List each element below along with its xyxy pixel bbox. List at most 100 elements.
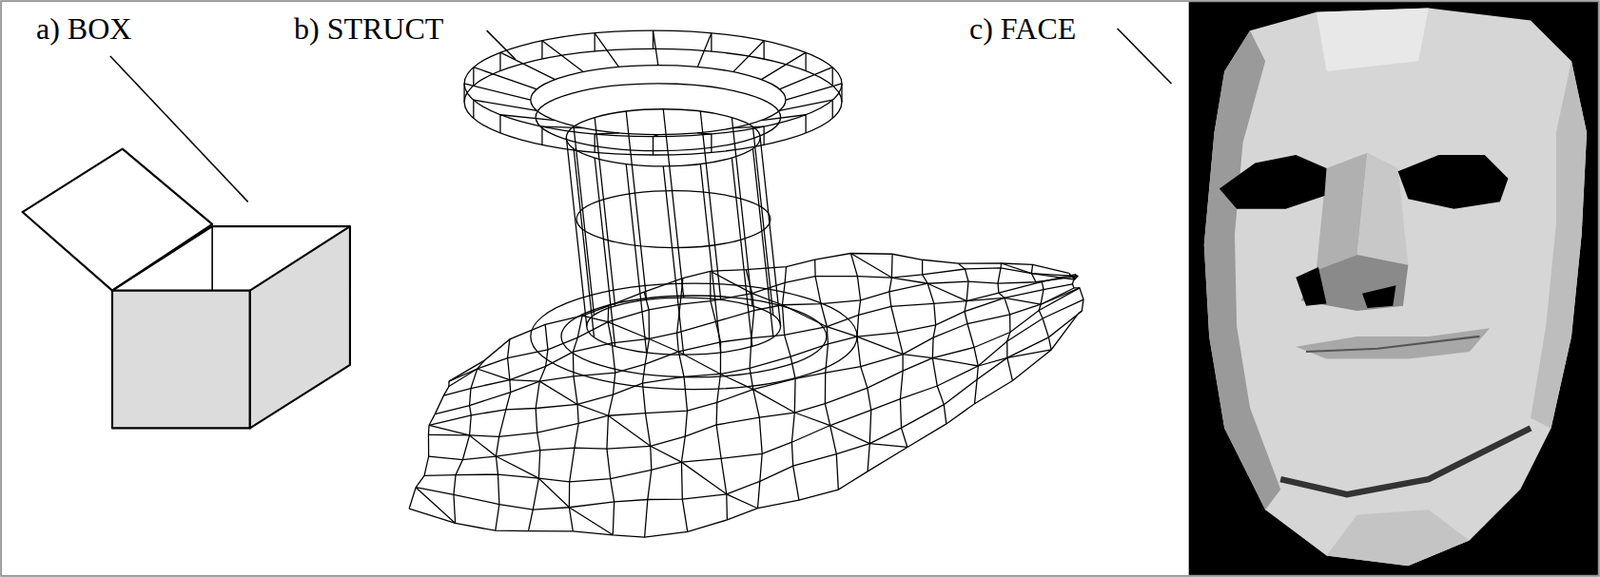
box-edge: [212, 225, 351, 228]
cylinder-ring: [586, 297, 781, 355]
cylinder-line: [700, 164, 721, 353]
flange-ring: [530, 65, 786, 136]
mesh-diagonal: [577, 404, 608, 416]
box-front: [112, 291, 251, 430]
mesh-diagonal: [538, 478, 569, 508]
face-facet: [1316, 8, 1429, 72]
cylinder-line: [594, 117, 615, 307]
mesh-line: [850, 253, 871, 472]
flange-line: [697, 33, 712, 68]
mesh-diagonal: [1004, 297, 1041, 305]
panel-label: a) BOX: [36, 13, 132, 44]
mesh-diagonal: [495, 456, 539, 479]
struct-wireframe: [409, 30, 1084, 538]
box-edge: [112, 226, 213, 292]
mesh-diagonal: [539, 381, 578, 405]
mesh-diagonal: [415, 487, 456, 525]
flange-line: [653, 135, 659, 156]
mesh-line: [568, 315, 583, 532]
flange-line: [473, 99, 538, 118]
face-facet: [1357, 153, 1409, 266]
mesh-line: [922, 259, 947, 425]
flange-line: [594, 33, 619, 68]
mesh-diagonal: [568, 507, 613, 536]
mesh-diagonal: [1040, 288, 1080, 305]
box-edge: [211, 226, 214, 292]
mesh-diagonal: [966, 297, 1005, 301]
mesh-diagonal: [726, 494, 759, 509]
cylinder-line: [565, 137, 586, 327]
leader-lines: [110, 28, 1172, 202]
mouth-line: [1306, 336, 1480, 352]
mesh-line: [443, 276, 1078, 397]
leader-line: [487, 30, 516, 59]
mesh-diagonal: [1001, 263, 1033, 274]
mesh-diagonal: [794, 412, 830, 427]
cylinder-line: [752, 148, 773, 337]
cylinder-line: [625, 164, 646, 353]
face-render: [1189, 1, 1599, 576]
panel-label: c) FACE: [969, 13, 1076, 44]
flange-line: [542, 40, 584, 73]
mesh-diagonal: [891, 277, 928, 284]
face-outline: [1204, 8, 1587, 567]
cylinder-line: [573, 126, 594, 315]
mesh-diagonal: [509, 380, 540, 382]
mesh-line: [453, 360, 485, 524]
flange-line: [500, 115, 555, 134]
face-facet: [1204, 30, 1281, 510]
cylinder-line: [573, 148, 594, 337]
mesh-diagonal: [753, 390, 796, 413]
mesh-line: [495, 339, 511, 531]
mesh-line: [409, 313, 1079, 539]
cylinder-line: [700, 111, 721, 300]
flange-line: [733, 40, 764, 73]
mesh-line: [677, 278, 688, 533]
mesh-line: [997, 263, 1013, 382]
mesh-diagonal: [429, 425, 469, 436]
flange-line: [697, 133, 712, 154]
mesh-diagonal: [830, 426, 871, 445]
face-facet: [1530, 60, 1587, 429]
flange-line: [760, 52, 806, 80]
mesh-diagonal: [857, 336, 903, 354]
mesh-diagonal: [826, 327, 858, 338]
mesh-line: [415, 311, 1082, 510]
cylinder-line: [594, 157, 615, 347]
mesh-diagonal: [650, 446, 683, 463]
flange-line: [464, 83, 531, 102]
lips: [1295, 328, 1490, 359]
mesh-diagonal: [681, 462, 726, 495]
flange-line: [785, 83, 842, 102]
mesh-diagonal: [1007, 350, 1052, 358]
cylinder-ring: [565, 109, 761, 167]
flange-ring: [464, 48, 842, 156]
mesh-diagonal: [477, 369, 510, 381]
cylinder-line: [752, 126, 773, 315]
mesh-diagonal: [927, 283, 967, 301]
box-drawing: [22, 149, 351, 430]
mesh-line: [957, 263, 978, 404]
mesh-line: [781, 267, 799, 501]
base-ring: [561, 295, 827, 378]
nostril: [1362, 285, 1396, 309]
mesh-line: [815, 259, 840, 490]
mesh-diagonal: [448, 369, 478, 382]
mesh-diagonal: [469, 435, 497, 457]
nostril: [1295, 267, 1327, 307]
eye-hole: [1219, 155, 1327, 210]
mesh-diagonal: [607, 415, 650, 447]
mesh-diagonal: [1031, 273, 1078, 277]
box-side: [250, 226, 351, 429]
mesh-line: [527, 324, 547, 531]
flange-line: [779, 67, 833, 90]
panel-label: b) STRUCT: [293, 13, 444, 44]
cylinder-line: [663, 109, 683, 298]
cylinder-line: [731, 157, 752, 347]
mesh-line: [434, 274, 1075, 415]
mesh-line: [1031, 264, 1052, 351]
flange-line: [473, 67, 538, 90]
mesh-line: [710, 271, 728, 521]
